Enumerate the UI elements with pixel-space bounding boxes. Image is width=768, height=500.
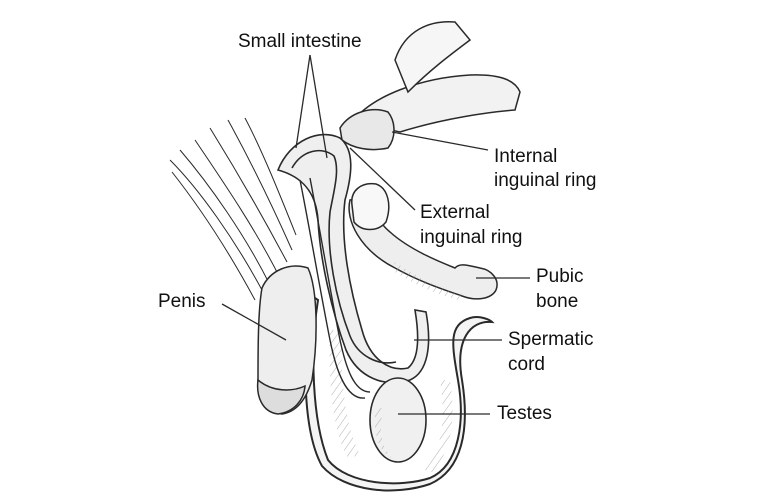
spermatic-cord	[299, 177, 371, 399]
scrotum	[304, 294, 495, 492]
testis	[369, 377, 427, 463]
inguinal-canal-tube	[350, 21, 521, 133]
label-pubic-bone-line2: bone	[536, 291, 579, 312]
leader-small-intestine-a	[295, 54, 311, 149]
label-small-intestine: Small intestine	[238, 31, 362, 52]
label-penis: Penis	[158, 291, 206, 312]
leader-penis	[221, 303, 287, 341]
penis	[256, 265, 317, 415]
label-spermatic-cord-line1: Spermatic	[508, 329, 594, 350]
pubic-bone-shading	[392, 262, 462, 300]
label-pubic-bone-line1: Pubic	[536, 266, 584, 287]
label-external-inguinal-ring-line1: External	[420, 202, 490, 223]
label-spermatic-cord-line2: cord	[508, 354, 545, 375]
abdominal-wall-fibers	[169, 117, 297, 301]
scrotum-shading	[329, 330, 453, 472]
leader-small-intestine-b	[309, 54, 328, 159]
label-external-inguinal-ring-line2: inguinal ring	[420, 227, 523, 248]
leader-lines	[221, 54, 530, 415]
leader-external-ring	[349, 147, 416, 211]
label-internal-inguinal-ring-line2: inguinal ring	[494, 170, 597, 191]
label-testes: Testes	[497, 403, 552, 424]
label-internal-inguinal-ring-line1: Internal	[494, 146, 558, 167]
internal-inguinal-ring	[339, 108, 395, 151]
leader-internal-ring	[391, 131, 489, 151]
